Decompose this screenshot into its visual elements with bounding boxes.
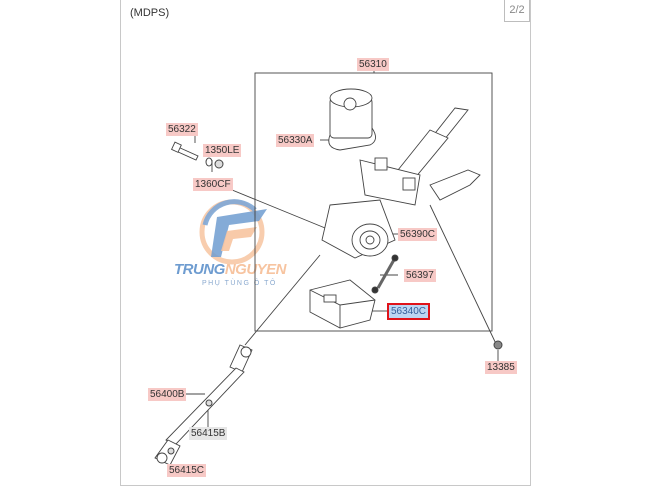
watermark-brand: TRUNGNGUYEN — [174, 261, 287, 278]
part-label-56310[interactable]: 56310 — [357, 58, 389, 71]
bolt-56415b — [205, 399, 213, 407]
nut-13385 — [493, 340, 503, 350]
part-label-56390c[interactable]: 56390C — [398, 228, 438, 241]
sensor-56397 — [371, 254, 399, 294]
part-label-1350le[interactable]: 1350LE — [203, 144, 242, 157]
part-label-56322[interactable]: 56322 — [166, 123, 198, 136]
page-indicator: 2/2 — [504, 0, 530, 22]
leader-line — [214, 182, 331, 231]
washer-1360cf — [205, 157, 213, 167]
nut-1350le — [214, 159, 224, 169]
nut-56415c — [167, 447, 175, 455]
steering-column — [321, 107, 481, 259]
part-label-56400b[interactable]: 56400B — [148, 388, 187, 401]
part-label-56330a[interactable]: 56330A — [276, 134, 315, 147]
motor-56330a — [328, 88, 376, 151]
part-label-56415b[interactable]: 56415B — [189, 427, 228, 440]
part-label-56340c[interactable]: 56340C — [386, 303, 431, 320]
ecu-56340c — [309, 279, 376, 329]
part-label-1360cf[interactable]: 1360CF — [193, 178, 233, 191]
intermediate-shaft-56400b — [154, 344, 253, 466]
bolt-56322 — [170, 141, 199, 161]
watermark-logo-icon — [199, 199, 267, 265]
leader-line — [429, 204, 499, 349]
diagram-frame — [120, 0, 531, 486]
part-label-13385[interactable]: 13385 — [485, 361, 517, 374]
part-label-56415c[interactable]: 56415C — [167, 464, 207, 477]
diagram-title: (MDPS) — [130, 7, 170, 19]
part-label-56397[interactable]: 56397 — [404, 269, 436, 282]
watermark-tagline: PHỤ TÙNG Ô TÔ — [202, 280, 277, 287]
assembly-bracket — [254, 72, 493, 332]
